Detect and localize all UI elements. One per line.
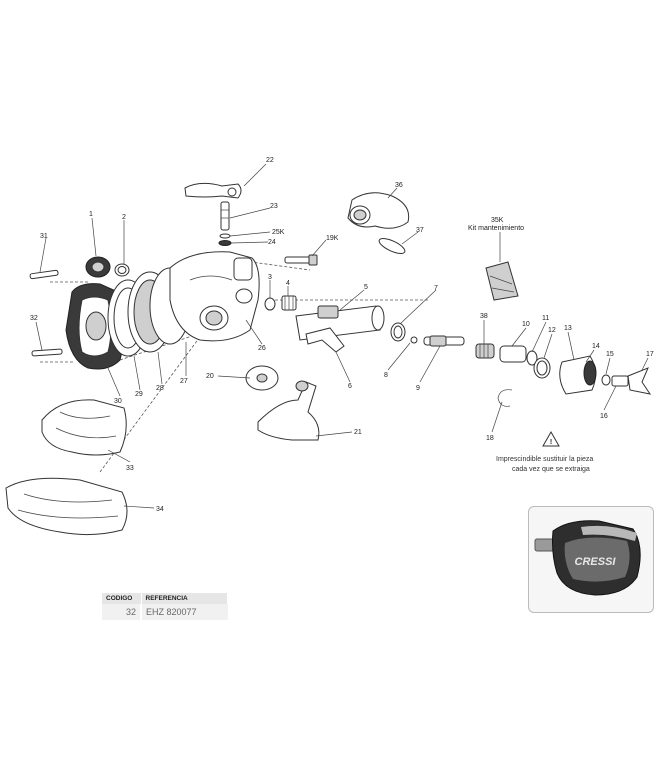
callout-33: 33 — [126, 465, 134, 472]
callout-10: 10 — [522, 321, 530, 328]
callout-13: 13 — [564, 325, 572, 332]
callout-1: 1 — [89, 211, 93, 218]
part-9-poppet — [423, 335, 465, 347]
callout-18: 18 — [486, 435, 494, 442]
reference-table: CODIGO REFERENCIA 32 EHZ 820077 — [102, 593, 228, 620]
part-38-spring — [475, 343, 495, 359]
part-11-o-ring — [526, 350, 538, 366]
callout-16: 16 — [600, 413, 608, 420]
callout-34: 34 — [156, 506, 164, 513]
callout-14: 14 — [592, 343, 600, 350]
part-34-exhaust-deflector — [5, 477, 128, 536]
part-23-valve-stem — [218, 201, 232, 246]
callout-2: 2 — [122, 214, 126, 221]
callout-numbers: 22 23 25K 24 19K 36 37 35K Kit mantenimi… — [30, 157, 654, 513]
part-16-knob-screw — [611, 375, 629, 387]
callout-3: 3 — [268, 274, 272, 281]
callout-22: 22 — [266, 157, 274, 164]
table-row: 32 EHZ 820077 — [102, 604, 228, 620]
callout-15: 15 — [606, 351, 614, 358]
callout-19k: 19K — [326, 235, 339, 242]
part-4-spring — [281, 295, 297, 311]
part-2-o-ring — [114, 263, 130, 277]
callout-38: 38 — [480, 313, 488, 320]
part-15-o-ring — [601, 374, 611, 386]
callout-17: 17 — [646, 351, 654, 358]
callout-29: 29 — [135, 391, 143, 398]
part-36-mouthpiece — [347, 192, 410, 229]
callout-25k: 25K — [272, 229, 285, 236]
part-19k-screw — [284, 254, 318, 266]
callout-37: 37 — [416, 227, 424, 234]
callout-7: 7 — [434, 285, 438, 292]
part-1-diaphragm — [85, 256, 111, 278]
part-35k-kit-bag — [485, 261, 519, 301]
part-22-lever — [184, 182, 242, 199]
row-code: 32 — [102, 604, 142, 620]
callout-36: 36 — [395, 182, 403, 189]
part-32-pin — [31, 348, 63, 357]
part-12-o-ring — [533, 357, 551, 379]
part-26-housing-body — [169, 251, 260, 342]
callout-31: 31 — [40, 233, 48, 240]
header-reference: REFERENCIA — [141, 593, 228, 604]
callout-9: 9 — [416, 385, 420, 392]
svg-text:!: ! — [550, 439, 552, 446]
header-code: CODIGO — [102, 593, 142, 604]
callout-28: 28 — [156, 385, 164, 392]
callout-23: 23 — [270, 203, 278, 210]
callout-26: 26 — [258, 345, 266, 352]
warning-line-2: cada vez que se extraiga — [512, 466, 590, 473]
part-31-pin — [29, 269, 59, 280]
row-reference: EHZ 820077 — [141, 604, 228, 620]
part-33-exhaust-deflector — [41, 399, 127, 456]
part-3-o-ring — [264, 297, 276, 311]
part-37-cable-tie — [378, 238, 406, 254]
product-photo: CRESSI — [528, 506, 654, 613]
part-10-adjuster — [499, 345, 527, 363]
callout-30: 30 — [114, 398, 122, 405]
regulator-photo-illustration: CRESSI — [534, 520, 641, 596]
callout-20: 20 — [206, 373, 214, 380]
part-21-exhaust-cover — [257, 380, 320, 441]
part-8-seat — [410, 336, 418, 344]
callout-21: 21 — [354, 429, 362, 436]
callout-leader-lines — [35, 163, 649, 509]
callout-12: 12 — [548, 327, 556, 334]
callout-8: 8 — [384, 372, 388, 379]
callout-4: 4 — [286, 280, 290, 287]
warning-line-1: Imprescindible sustituir la pieza — [496, 456, 593, 463]
callout-5: 5 — [364, 284, 368, 291]
callout-32: 32 — [30, 315, 38, 322]
photo-brand-logo: CRESSI — [575, 556, 617, 568]
part-7-o-ring — [390, 322, 406, 342]
part-18-clip — [497, 389, 513, 407]
callout-6: 6 — [348, 383, 352, 390]
kit-label: Kit mantenimiento — [468, 225, 524, 232]
part-20-exhaust-valve — [245, 365, 279, 391]
warning-icon: ! — [542, 430, 560, 447]
callout-11: 11 — [542, 315, 549, 322]
part-17-adjustment-knob — [627, 367, 652, 395]
callout-27: 27 — [180, 378, 188, 385]
part-14-end-cap — [559, 355, 597, 395]
reference-table-header: CODIGO REFERENCIA — [102, 593, 228, 604]
callout-24: 24 — [268, 239, 276, 246]
callout-35k: 35K — [491, 217, 504, 224]
